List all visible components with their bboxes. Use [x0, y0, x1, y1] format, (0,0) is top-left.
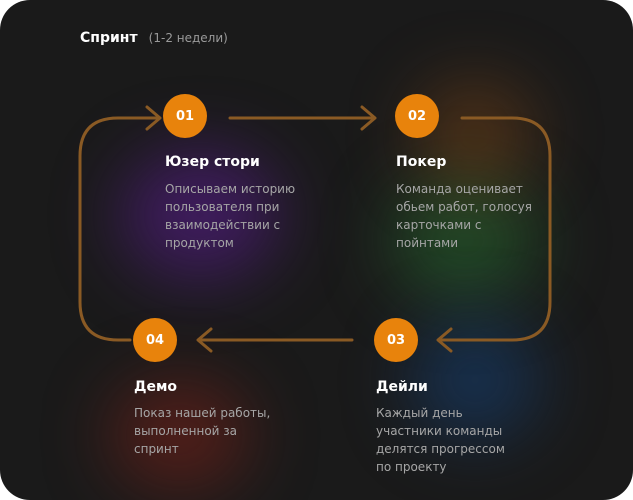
- step-04-description: Показ нашей работы, выполненной за сприн…: [134, 404, 270, 458]
- step-02-desc-line: пойнтами: [396, 236, 459, 250]
- purple-glow: [120, 150, 280, 280]
- step-02-description: Команда оценивает обьем работ, голосуя к…: [396, 180, 532, 252]
- step-03-badge: 03: [374, 318, 418, 362]
- step-04-badge: 04: [133, 318, 177, 362]
- arrow-04-to-01: [78, 116, 160, 342]
- step-01-badge: 01: [163, 94, 207, 138]
- diagram-header: Спринт (1-2 недели): [80, 27, 228, 46]
- step-03-description: Каждый день участники команды делятся пр…: [376, 404, 505, 476]
- step-03-desc-line: делятся прогрессом: [376, 442, 505, 456]
- step-01-desc-line: Описываем историю: [165, 182, 296, 196]
- arrowhead-03-to-04: [196, 327, 213, 353]
- step-02-desc-line: обьем работ, голосуя: [396, 200, 532, 214]
- step-04-title: Демо: [134, 379, 178, 395]
- step-04-desc-line: спринт: [134, 442, 179, 456]
- step-01-desc-line: пользователя при: [165, 200, 280, 214]
- step-02-desc-line: Команда оценивает: [396, 182, 523, 196]
- orange-glow: [415, 80, 535, 190]
- arrow-02-to-03: [438, 116, 552, 342]
- step-01-title: Юзер стори: [165, 154, 260, 170]
- arrowhead-02-to-03: [436, 327, 453, 353]
- step-01-desc-line: взаимодействии с: [165, 218, 281, 232]
- red-glow: [110, 380, 250, 490]
- diagram-title: Спринт: [80, 30, 138, 46]
- step-03-title: Дейли: [376, 379, 428, 395]
- arrowhead-01-to-02: [360, 105, 377, 131]
- step-02-badge: 02: [395, 94, 439, 138]
- step-04-desc-line: выполненной за: [134, 424, 238, 438]
- step-01-desc-line: продуктом: [165, 236, 234, 250]
- diagram-subtitle: (1-2 недели): [148, 31, 228, 45]
- step-02-desc-line: карточками с: [396, 218, 482, 232]
- green-glow: [390, 180, 540, 300]
- arrowhead-04-to-01: [145, 105, 162, 131]
- step-01-description: Описываем историю пользователя при взаим…: [165, 180, 295, 252]
- step-03-desc-line: участники команды: [376, 424, 503, 438]
- step-04-desc-line: Показ нашей работы,: [134, 406, 271, 420]
- step-03-desc-line: Каждый день: [376, 406, 463, 420]
- step-03-desc-line: по проекту: [376, 460, 447, 474]
- step-02-title: Покер: [396, 154, 447, 170]
